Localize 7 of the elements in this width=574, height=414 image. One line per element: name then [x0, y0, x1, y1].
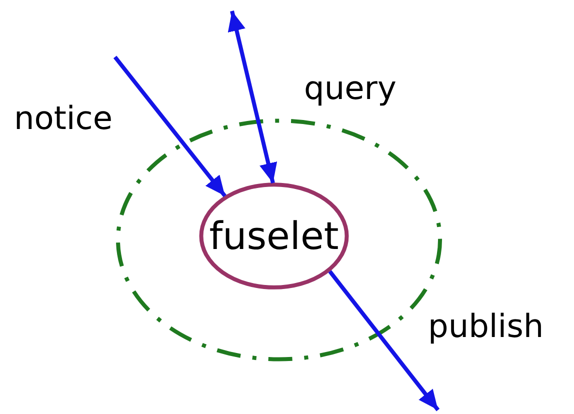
edge-label: query [304, 72, 396, 104]
arrow [228, 10, 278, 184]
edge-label: notice [14, 102, 113, 134]
arrow [113, 56, 226, 198]
node-label: fuselet [209, 217, 339, 255]
edge-label: publish [428, 310, 544, 342]
arrow [328, 270, 440, 412]
